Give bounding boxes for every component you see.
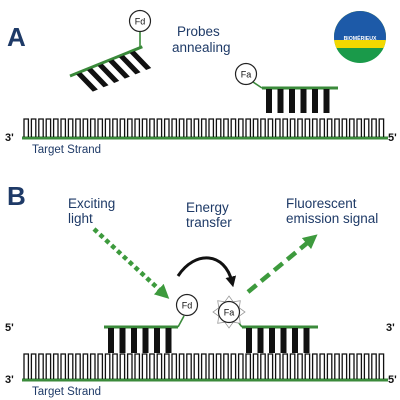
acceptor-probe-a-base [277, 89, 284, 113]
probes-annealing-line2: annealing [172, 40, 231, 55]
target-strand-b-bases [23, 353, 385, 379]
acceptor-b-circle [217, 300, 241, 324]
probe-b-end-right: 3' [386, 322, 395, 334]
panel-b-letter: B [7, 181, 26, 211]
exciting-light-label: Exciting light [68, 196, 119, 226]
acceptor-b-label: Fa [224, 308, 235, 318]
donor-probe-a-base [129, 50, 152, 71]
probe-b-end-left: 5' [5, 322, 14, 334]
strand-b-label: Target Strand [32, 386, 101, 398]
emission-arrow [246, 234, 318, 294]
donor-b-linker [177, 315, 185, 328]
strand-b-end-left: 3' [5, 374, 14, 386]
acceptor-probe-b-base [292, 328, 298, 353]
donor-a-circle [128, 9, 152, 33]
acceptor-a-label: Fa [241, 70, 252, 80]
probes-annealing-line1: Probes [177, 24, 220, 39]
fluorescent-emission-line2: emission signal [286, 211, 378, 226]
acceptor-probe-b-base [303, 328, 310, 353]
donor-probe-b-base [108, 328, 114, 353]
donor-probe-b-base [119, 328, 126, 353]
biomerieux-logo: BIOMÉRIEUX [334, 11, 386, 63]
fluorescent-emission-line1: Fluorescent [286, 196, 357, 211]
probes-annealing-label: Probes annealing [172, 24, 231, 55]
acceptor-probe-b-base [257, 328, 264, 353]
exciting-light-arrow [92, 227, 170, 299]
acceptor-probe-a-base [323, 89, 330, 113]
target-strand-b [22, 353, 388, 382]
donor-fluorophore-b: Fd [175, 293, 199, 317]
energy-transfer-label: Energy transfer [186, 200, 233, 230]
logo-text: BIOMÉRIEUX [344, 34, 377, 42]
donor-probe-a-base [76, 72, 98, 92]
strand-a-end-right: 5' [388, 132, 397, 144]
fluorescent-emission-label: Fluorescent emission signal [286, 196, 378, 226]
strand-a-end-left: 3' [5, 132, 14, 144]
donor-b-label: Fd [182, 301, 193, 311]
acceptor-probe-b-base [246, 328, 252, 353]
acceptor-probe-a-bases [266, 89, 330, 113]
donor-b-circle [175, 293, 199, 317]
exciting-light-line2: light [68, 211, 93, 226]
acceptor-a-linker [252, 81, 263, 89]
donor-probe-a [69, 45, 152, 92]
target-strand-a-bases [23, 118, 385, 137]
energy-transfer-line2: transfer [186, 215, 232, 230]
acceptor-probe-b-base [269, 328, 275, 353]
acceptor-fluorophore-a: Fa [234, 62, 258, 86]
acceptor-probe-a [262, 86, 338, 113]
donor-probe-b-base [142, 328, 149, 353]
acceptor-probe-a-base [289, 89, 295, 113]
energy-transfer-arrow [176, 256, 237, 288]
donor-probe-b-base [154, 328, 160, 353]
acceptor-probe-b-bases [246, 328, 310, 353]
donor-probe-a-base [97, 63, 120, 83]
panel-a-letter: A [7, 22, 26, 52]
donor-probe-a-backbone [69, 45, 143, 78]
donor-fluorophore-a: Fd [128, 9, 152, 33]
donor-probe-a-base [86, 68, 109, 88]
acceptor-probe-a-base [312, 89, 318, 113]
donor-probe-a-base [108, 59, 130, 79]
target-strand-a [22, 118, 388, 140]
donor-probe-a-bases [76, 50, 152, 92]
energy-transfer-line1: Energy [186, 200, 229, 215]
strand-b-end-right: 5' [388, 374, 397, 386]
donor-probe-b [104, 325, 178, 353]
acceptor-a-circle [234, 62, 258, 86]
donor-probe-b-base [165, 328, 172, 353]
strand-a-label: Target Strand [32, 144, 101, 156]
donor-probe-b-bases [108, 328, 172, 353]
exciting-light-line1: Exciting [68, 196, 115, 211]
acceptor-fluorophore-b: Fa [212, 295, 246, 329]
acceptor-probe-b [242, 325, 318, 353]
acceptor-probe-a-base [266, 89, 272, 113]
acceptor-probe-b-base [280, 328, 287, 353]
donor-probe-b-base [131, 328, 137, 353]
donor-a-label: Fd [135, 17, 146, 27]
acceptor-probe-a-base [300, 89, 307, 113]
donor-probe-a-base [118, 55, 141, 75]
